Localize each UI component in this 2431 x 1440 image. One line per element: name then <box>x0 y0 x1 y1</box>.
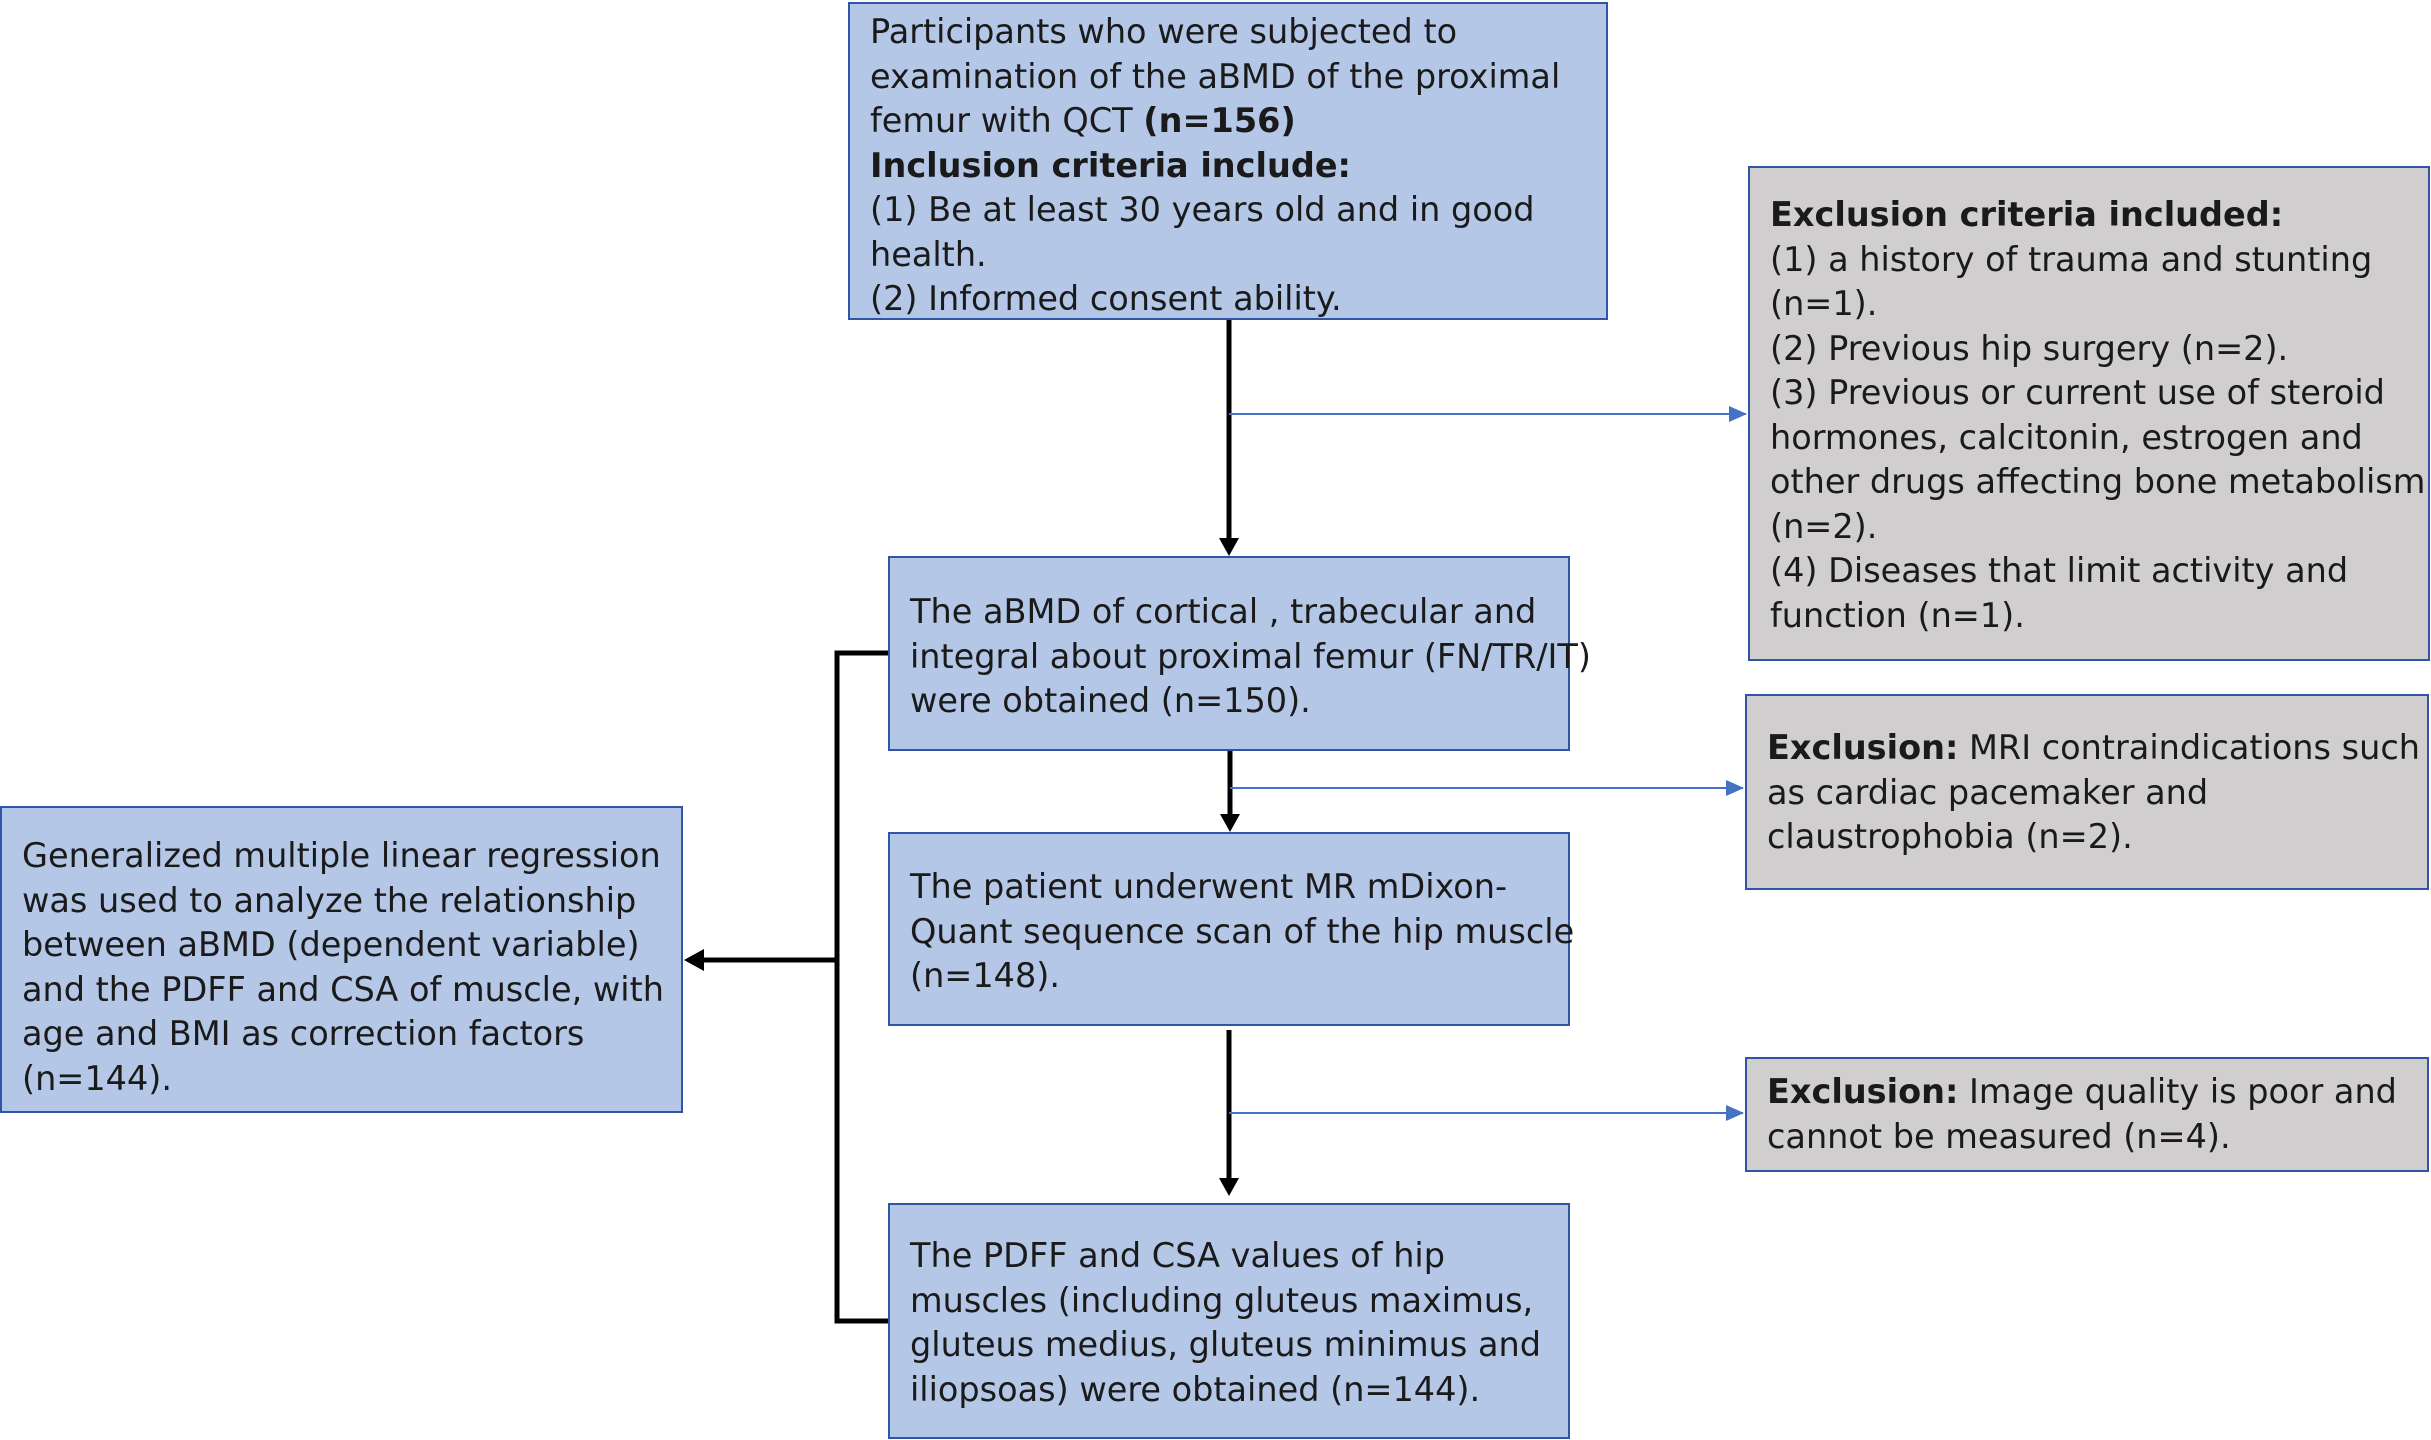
abmd-box: The aBMD of cortical , trabecular and in… <box>888 556 1591 751</box>
pdff-line: muscles (including gluteus maximus, <box>910 1280 1534 1320</box>
bracket-abmd-pdff <box>834 650 888 1324</box>
mdixon-line: The patient underwent MR mDixon- <box>910 867 1508 906</box>
participants-line-1: Participants who were subjected to <box>870 12 1458 51</box>
participants-line-2: examination of the aBMD of the proximal <box>870 56 1561 96</box>
regression-line: between aBMD (dependent variable) <box>22 925 640 964</box>
exclusion-criteria-line: (2) Previous hip surgery (n=2). <box>1770 328 2289 368</box>
regression-box: Generalized multiple linear regression w… <box>0 806 683 1113</box>
exclusion-image-label: Exclusion: <box>1767 1072 1959 1111</box>
inclusion-criterion-2: (2) Informed consent ability. <box>870 279 1342 318</box>
abmd-line: were obtained (n=150). <box>910 681 1311 720</box>
pdff-line: gluteus medius, gluteus minimus and <box>910 1325 1542 1364</box>
exclusion-criteria-heading: Exclusion criteria included: <box>1770 195 2284 234</box>
exclusion-criteria-line: (n=1). <box>1770 284 1878 323</box>
exclusion-mri-line-2: as cardiac pacemaker and <box>1767 772 2209 812</box>
regression-line: and the PDFF and CSA of muscle, with <box>22 969 664 1009</box>
exclusion-criteria-line: other drugs affecting bone metabolism <box>1770 462 2426 501</box>
exclusion-criteria-line: function (n=1). <box>1770 595 2025 635</box>
exclusion-image-line-1: Exclusion: Image quality is poor and <box>1767 1070 2407 1115</box>
exclusion-image-line-2: cannot be measured (n=4). <box>1767 1116 2231 1156</box>
mdixon-box: The patient underwent MR mDixon- Quant s… <box>888 832 1575 1026</box>
exclusion-criteria-line: (1) a history of trauma and stunting <box>1770 239 2373 279</box>
inclusion-criterion-1-line-2: health. <box>870 234 987 274</box>
mdixon-line: Quant sequence scan of the hip muscle <box>910 911 1575 951</box>
pdff-line: The PDFF and CSA values of hip <box>910 1236 1446 1275</box>
exclusion-mri-line-1-text: MRI contraindications such <box>1958 728 2420 767</box>
regression-line: age and BMI as correction factors <box>22 1014 585 1053</box>
regression-line: was used to analyze the relationship <box>22 880 637 920</box>
exclusion-mri-line-3: claustrophobia (n=2). <box>1767 817 2133 856</box>
arrowhead-pdff <box>1219 1178 1239 1196</box>
regression-line: Generalized multiple linear regression <box>22 836 661 875</box>
exclusion-image-box: Exclusion: Image quality is poor and can… <box>1745 1057 2429 1172</box>
pdff-line: iliopsoas) were obtained (n=144). <box>910 1369 1481 1409</box>
regression-line: (n=144). <box>22 1058 173 1098</box>
arrowhead-regression <box>684 949 704 971</box>
arrowhead-abmd <box>1219 538 1239 556</box>
participants-line-3: femur with QCT (n=156) <box>870 99 1586 144</box>
participants-box: Participants who were subjected to exami… <box>848 2 1608 320</box>
exclusion-criteria-box: Exclusion criteria included: (1) a histo… <box>1748 166 2430 661</box>
inclusion-criterion-1-line-1: (1) Be at least 30 years old and in good <box>870 190 1535 229</box>
mdixon-line: (n=148). <box>910 956 1061 995</box>
exclusion-criteria-line: (3) Previous or current use of steroid <box>1770 373 2385 412</box>
arrowhead-mdixon <box>1220 814 1240 832</box>
exclusion-mri-box: Exclusion: MRI contraindications such as… <box>1745 694 2429 890</box>
exclusion-criteria-line: hormones, calcitonin, estrogen and <box>1770 417 2363 457</box>
abmd-line: integral about proximal femur (FN/TR/IT) <box>910 636 1591 676</box>
exclusion-mri-line-1: Exclusion: MRI contraindications such <box>1767 726 2420 771</box>
pdff-box: The PDFF and CSA values of hip muscles (… <box>888 1203 1570 1439</box>
participants-count: (n=156) <box>1143 101 1296 140</box>
exclusion-criteria-line: (n=2). <box>1770 506 1878 546</box>
exclusion-image-line-1-text: Image quality is poor and <box>1958 1072 2397 1111</box>
participants-line-3-text: femur with QCT <box>870 101 1144 140</box>
exclusion-mri-label: Exclusion: <box>1767 728 1959 767</box>
inclusion-heading: Inclusion criteria include: <box>870 145 1351 185</box>
abmd-line: The aBMD of cortical , trabecular and <box>910 592 1537 631</box>
exclusion-criteria-line: (4) Diseases that limit activity and <box>1770 551 2349 590</box>
